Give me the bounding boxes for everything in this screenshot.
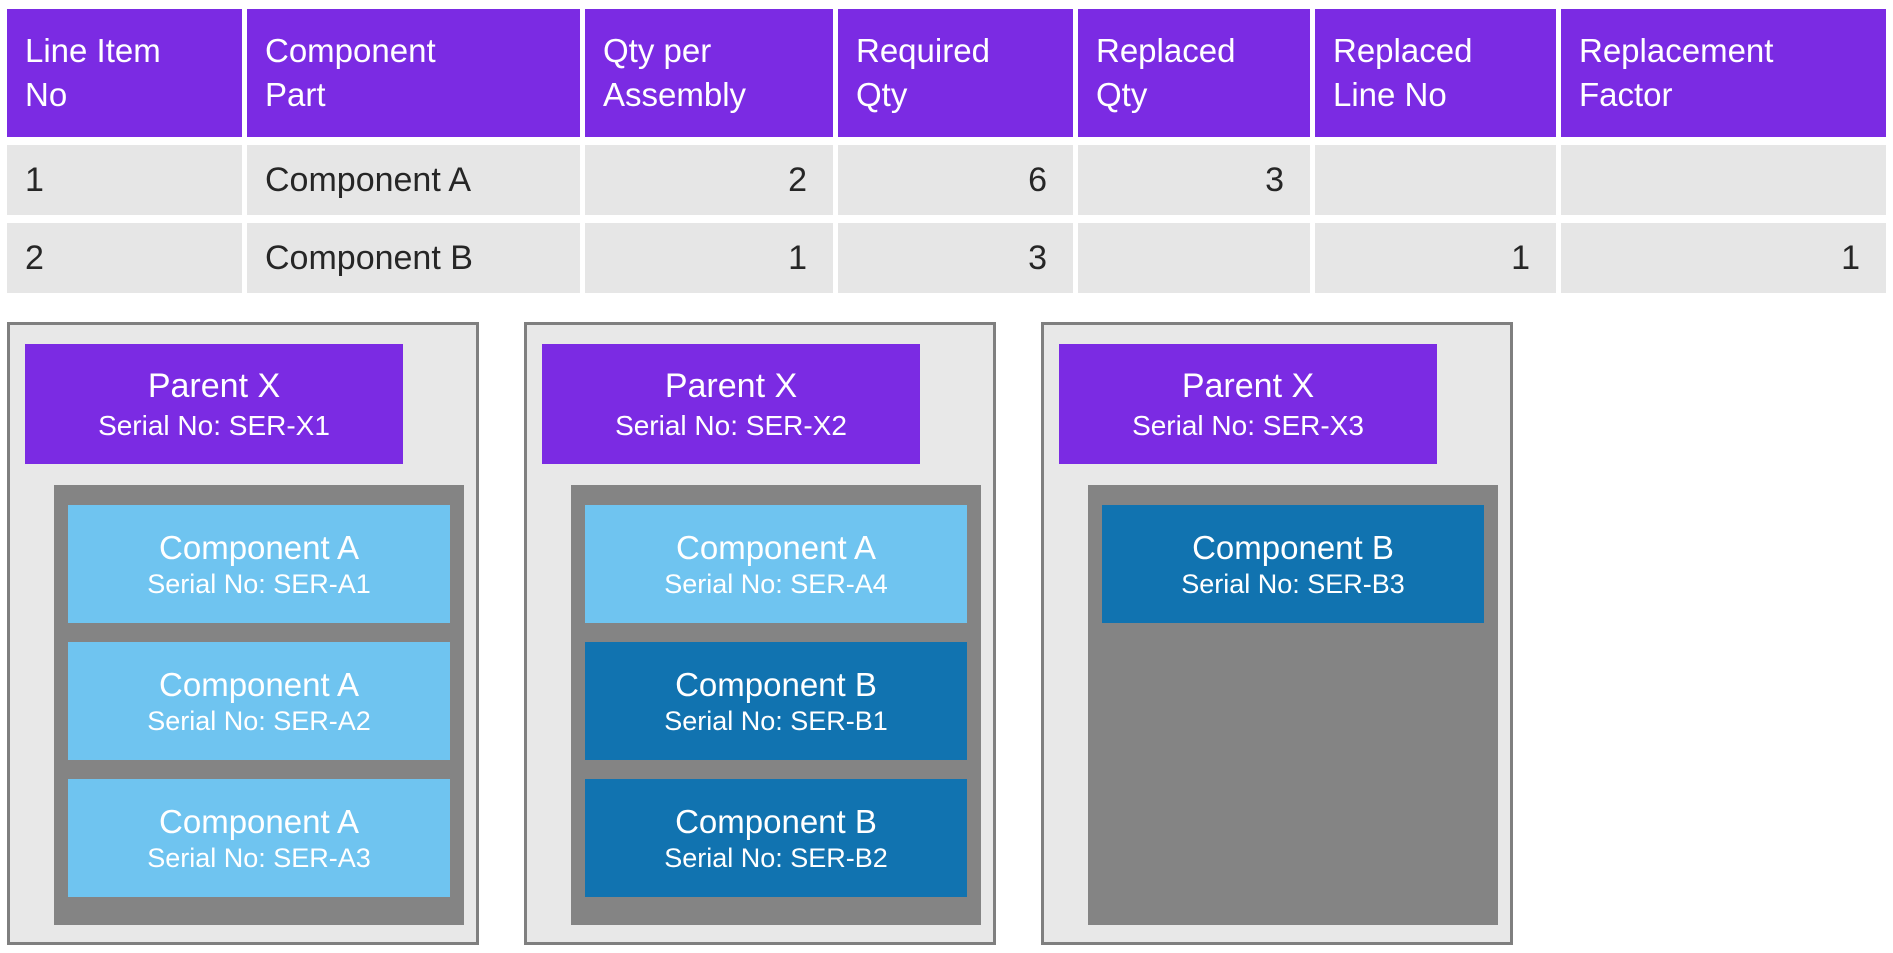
- component-serial: Serial No: SER-A2: [147, 705, 371, 736]
- parent-name: Parent X: [664, 367, 798, 406]
- table-cell-component-part: Component B: [247, 223, 580, 293]
- component-name: Component B: [1192, 528, 1394, 566]
- components-container: Component B Serial No: SER-B3: [1088, 485, 1498, 925]
- table-cell-replaced-qty: 3: [1078, 145, 1310, 215]
- component-serial: Serial No: SER-B1: [664, 705, 888, 736]
- table-header-cell: Replacement Factor: [1561, 9, 1886, 137]
- component-box: Component B Serial No: SER-B2: [585, 779, 967, 897]
- table-cell-replaced-line-no: [1315, 145, 1556, 215]
- parent-serial: Serial No: SER-X3: [1132, 409, 1364, 441]
- assembly-card-ser-x3: Parent X Serial No: SER-X3 Component B S…: [1041, 322, 1513, 945]
- table-cell-required-qty: 3: [838, 223, 1073, 293]
- parent-serial: Serial No: SER-X2: [615, 409, 847, 441]
- table-cell-replacement-factor: [1561, 145, 1886, 215]
- component-serial: Serial No: SER-B2: [664, 842, 888, 873]
- components-container: Component A Serial No: SER-A4 Component …: [571, 485, 981, 925]
- component-box: Component B Serial No: SER-B3: [1102, 505, 1484, 623]
- table-header-cell: Line Item No: [7, 9, 242, 137]
- component-box: Component A Serial No: SER-A1: [68, 505, 450, 623]
- component-box: Component B Serial No: SER-B1: [585, 642, 967, 760]
- component-box: Component A Serial No: SER-A2: [68, 642, 450, 760]
- component-serial: Serial No: SER-A4: [664, 568, 888, 599]
- table-header-cell: Qty per Assembly: [585, 9, 833, 137]
- component-serial: Serial No: SER-A1: [147, 568, 371, 599]
- line-items-table: Line Item No Component Part Qty per Asse…: [7, 9, 1886, 293]
- parent-box: Parent X Serial No: SER-X1: [25, 344, 403, 464]
- table-cell-line-item-no: 2: [7, 223, 242, 293]
- component-box: Component A Serial No: SER-A3: [68, 779, 450, 897]
- table-cell-component-part: Component A: [247, 145, 580, 215]
- assembly-cards-row: Parent X Serial No: SER-X1 Component A S…: [7, 322, 1513, 945]
- component-box: Component A Serial No: SER-A4: [585, 505, 967, 623]
- component-serial: Serial No: SER-B3: [1181, 568, 1405, 599]
- component-name: Component A: [159, 528, 359, 566]
- component-name: Component A: [676, 528, 876, 566]
- component-name: Component B: [675, 802, 877, 840]
- components-container: Component A Serial No: SER-A1 Component …: [54, 485, 464, 925]
- table-header-cell: Required Qty: [838, 9, 1073, 137]
- parent-name: Parent X: [1181, 367, 1315, 406]
- component-name: Component A: [159, 665, 359, 703]
- parent-box: Parent X Serial No: SER-X2: [542, 344, 920, 464]
- table-cell-qty-per-assembly: 1: [585, 223, 833, 293]
- table-cell-required-qty: 6: [838, 145, 1073, 215]
- table-cell-replaced-line-no: 1: [1315, 223, 1556, 293]
- table-cell-replacement-factor: 1: [1561, 223, 1886, 293]
- parent-name: Parent X: [147, 367, 281, 406]
- component-name: Component A: [159, 802, 359, 840]
- parent-serial: Serial No: SER-X1: [98, 409, 330, 441]
- assembly-card-ser-x2: Parent X Serial No: SER-X2 Component A S…: [524, 322, 996, 945]
- parent-box: Parent X Serial No: SER-X3: [1059, 344, 1437, 464]
- table-header-cell: Component Part: [247, 9, 580, 137]
- table-header-cell: Replaced Line No: [1315, 9, 1556, 137]
- table-cell-qty-per-assembly: 2: [585, 145, 833, 215]
- table-cell-line-item-no: 1: [7, 145, 242, 215]
- table-cell-replaced-qty: [1078, 223, 1310, 293]
- assembly-card-ser-x1: Parent X Serial No: SER-X1 Component A S…: [7, 322, 479, 945]
- component-name: Component B: [675, 665, 877, 703]
- table-header-cell: Replaced Qty: [1078, 9, 1310, 137]
- component-serial: Serial No: SER-A3: [147, 842, 371, 873]
